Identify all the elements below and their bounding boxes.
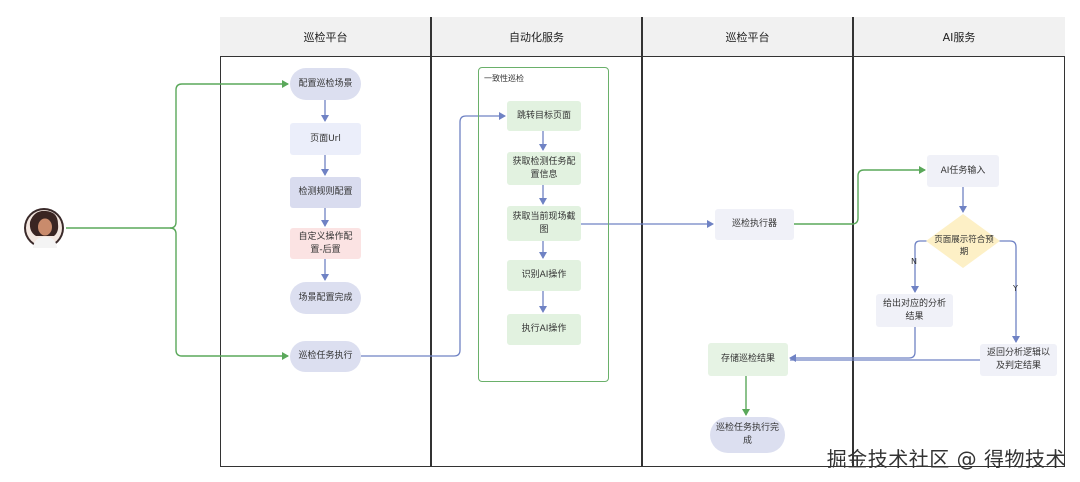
node-get-screenshot: 获取当前现场截图 <box>507 206 581 241</box>
group-consistency-inspection <box>478 67 609 382</box>
lane-header-inspection-platform: 巡检平台 <box>220 17 431 57</box>
node-return-result: 返回分析逻辑以及判定结果 <box>980 344 1057 376</box>
decision-diamond <box>926 214 1000 268</box>
node-identify-ai: 识别AI操作 <box>507 260 581 291</box>
node-config-scene: 配置巡检场景 <box>290 68 361 100</box>
node-get-task-info: 获取检测任务配置信息 <box>507 152 581 185</box>
watermark: 掘金技术社区 @ 得物技术 <box>826 447 1066 471</box>
lane-header-ai-service: AI服务 <box>853 17 1065 57</box>
group-label: 一致性巡检 <box>484 74 524 83</box>
edge-label-no: N <box>911 257 917 266</box>
node-custom-ops: 自定义操作配置-后置 <box>290 228 361 259</box>
node-detect-rules: 检测规则配置 <box>290 177 361 208</box>
node-task-exec: 巡检任务执行 <box>290 341 361 372</box>
node-page-url: 页面Url <box>290 123 361 155</box>
node-decision: 页面展示符合预期 <box>934 235 994 257</box>
lane-divider <box>430 17 432 467</box>
lane-header-inspection-platform-2: 巡检平台 <box>642 17 853 57</box>
lane-divider <box>852 17 854 467</box>
node-exec-ai: 执行AI操作 <box>507 314 581 345</box>
node-ai-input: AI任务输入 <box>927 155 999 187</box>
lane-divider <box>641 17 643 467</box>
edge-label-yes: Y <box>1013 284 1018 293</box>
node-give-analysis: 给出对应的分析结果 <box>876 294 953 327</box>
node-executor: 巡检执行器 <box>715 209 794 240</box>
person-icon <box>24 208 64 248</box>
node-jump-page: 跳转目标页面 <box>507 101 581 131</box>
node-scene-done: 场景配置完成 <box>290 282 361 314</box>
node-task-done: 巡检任务执行完成 <box>710 417 785 453</box>
user-avatar <box>24 208 64 248</box>
node-store-result: 存储巡检结果 <box>708 343 788 376</box>
lane-header-automation-service: 自动化服务 <box>431 17 642 57</box>
